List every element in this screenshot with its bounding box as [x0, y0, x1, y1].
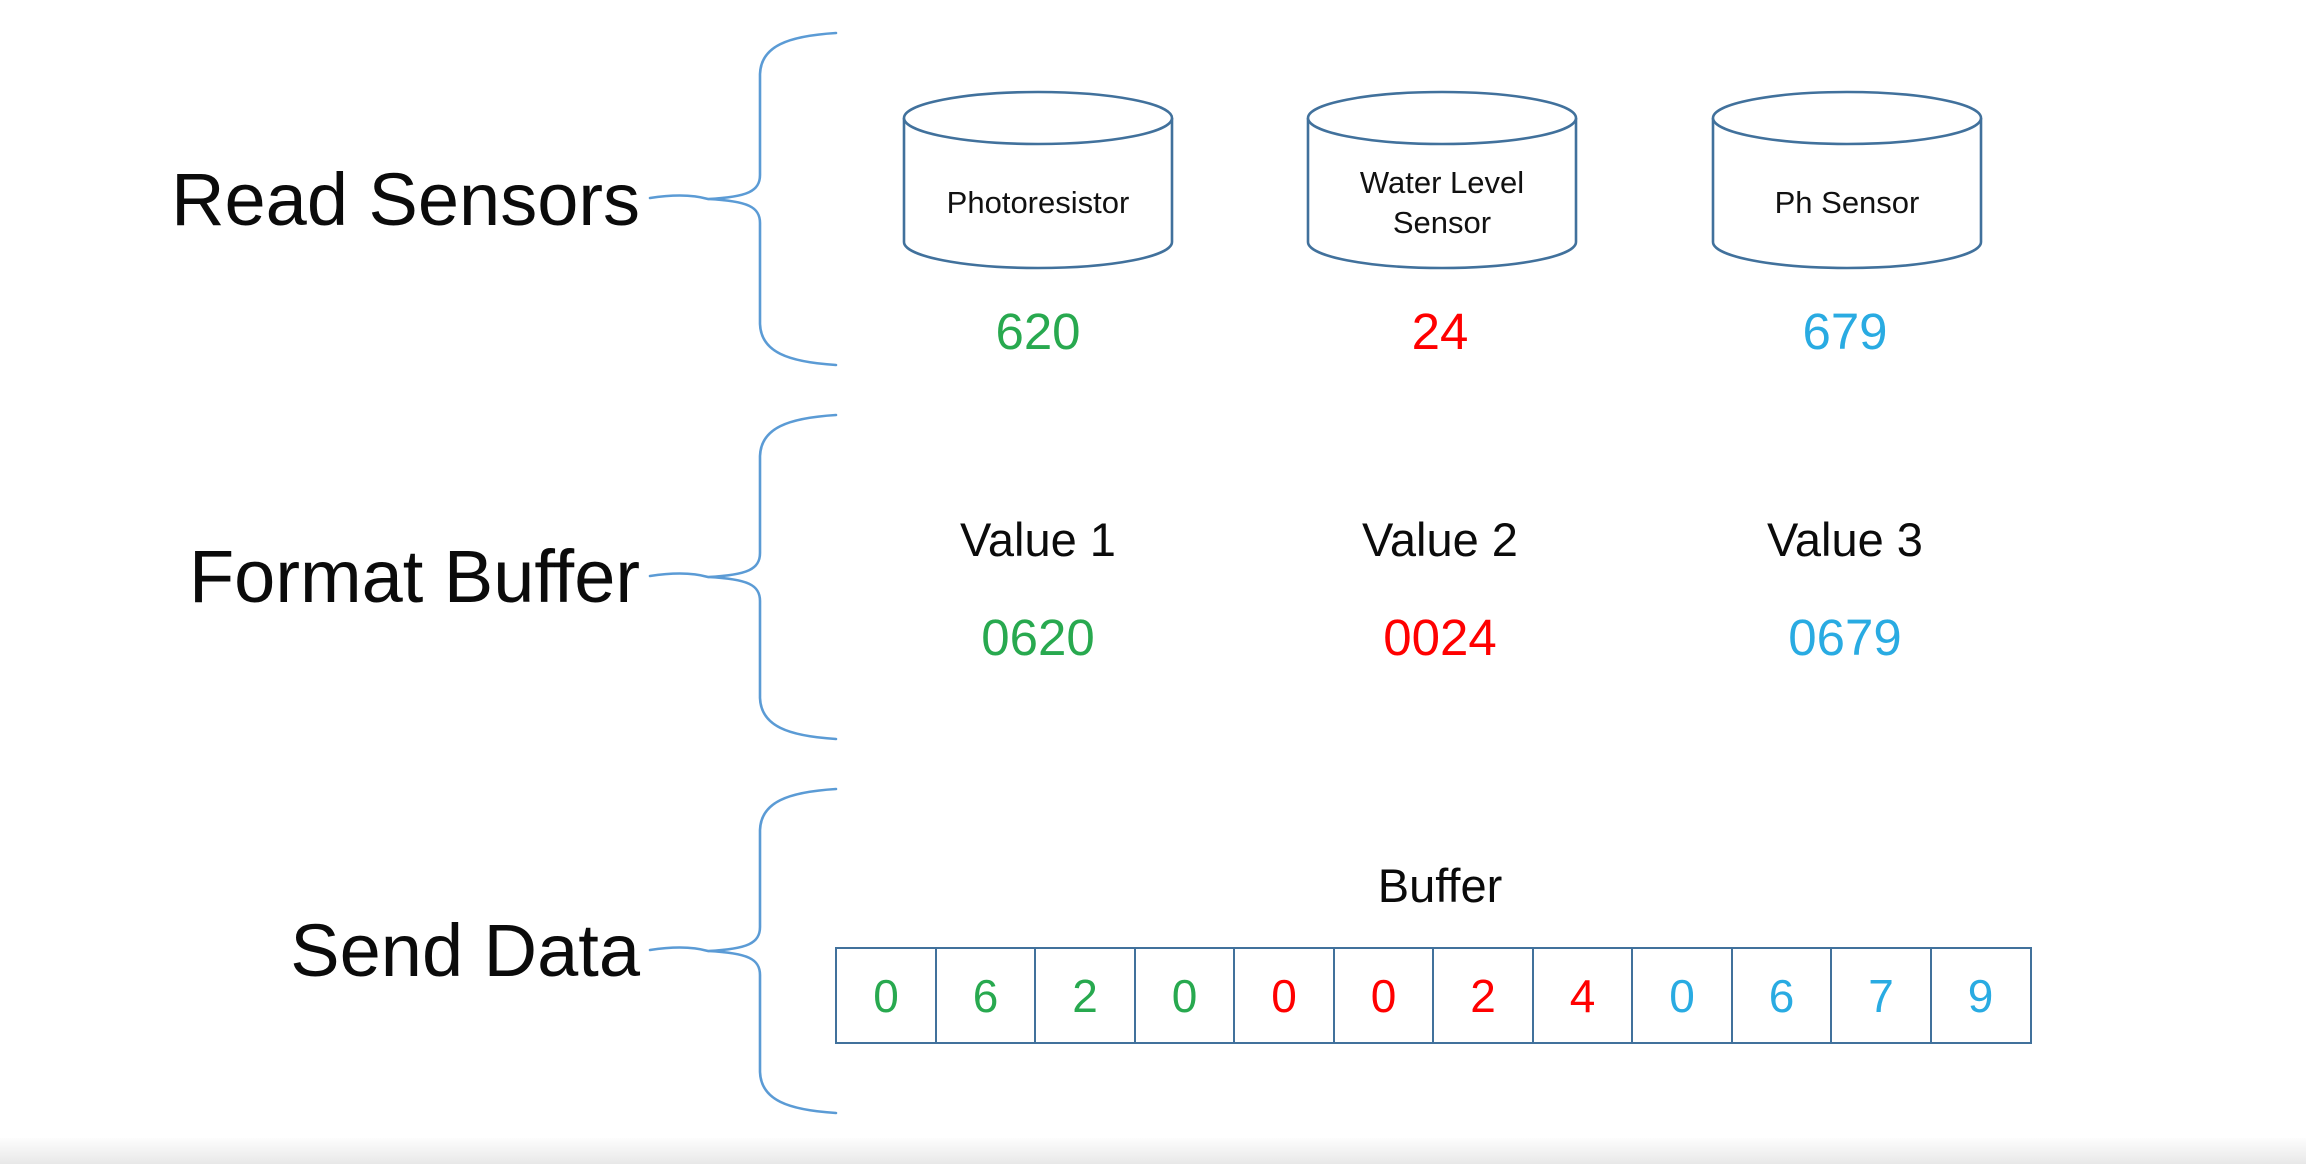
brace-format-buffer: [648, 412, 840, 742]
cylinder-water-level-sensor: Water Level Sensor: [1306, 90, 1578, 272]
buffer-cell-6: 2: [1432, 947, 1534, 1044]
value-3-number: 0679: [1788, 609, 1902, 666]
brace-read-sensors: [648, 30, 840, 368]
sensor-reading-ph-sensor: 679: [1802, 303, 1888, 360]
buffer-cell-3: 0: [1133, 947, 1236, 1044]
buffer-cell-1: 6: [934, 947, 1037, 1044]
brace-send-data: [648, 786, 840, 1116]
value-1-number: 0620: [981, 609, 1095, 666]
buffer-row: 0 6 2 0 0 0 2 4 0 6 7 9: [835, 947, 2032, 1044]
cylinder-body: [1711, 118, 1983, 270]
value-3-header: Value 3: [1767, 513, 1923, 566]
sensor-name-photoresistor: Photoresistor: [946, 185, 1130, 220]
brace-icon: [648, 31, 838, 367]
cylinder-top: [1306, 90, 1578, 146]
cylinder-top: [902, 90, 1174, 146]
sensor-name-water-level: Water Level Sensor: [1359, 165, 1525, 240]
buffer-cell-8: 0: [1631, 947, 1733, 1044]
buffer-cell-4: 0: [1233, 947, 1335, 1044]
buffer-cell-10: 7: [1830, 947, 1932, 1044]
section-label-format-buffer: Format Buffer: [188, 535, 640, 618]
brace-icon: [648, 413, 838, 741]
slide-bottom-edge: [0, 1138, 2306, 1164]
value-2-number: 0024: [1383, 609, 1497, 666]
buffer-cell-2: 2: [1034, 947, 1136, 1044]
section-label-send-data: Send Data: [290, 909, 640, 992]
buffer-cell-7: 4: [1531, 947, 1634, 1044]
buffer-cell-0: 0: [835, 947, 937, 1044]
cylinder-body: [1306, 118, 1578, 270]
buffer-title: Buffer: [1377, 859, 1503, 912]
buffer-cell-9: 6: [1730, 947, 1833, 1044]
sensor-name-ph-sensor: Ph Sensor: [1774, 185, 1920, 220]
value-2-header: Value 2: [1362, 513, 1518, 566]
cylinder-top: [1711, 90, 1983, 146]
cylinder-ph-sensor: Ph Sensor: [1711, 90, 1983, 272]
section-label-read-sensors: Read Sensors: [171, 158, 640, 241]
buffer-cell-5: 0: [1332, 947, 1435, 1044]
sensor-reading-water-level: 24: [1411, 303, 1469, 360]
sensor-reading-photoresistor: 620: [995, 303, 1081, 360]
value-1-header: Value 1: [960, 513, 1116, 566]
buffer-cell-11: 9: [1929, 947, 2032, 1044]
cylinder-photoresistor: Photoresistor: [902, 90, 1174, 272]
cylinder-body: [902, 118, 1174, 270]
brace-icon: [648, 787, 838, 1115]
